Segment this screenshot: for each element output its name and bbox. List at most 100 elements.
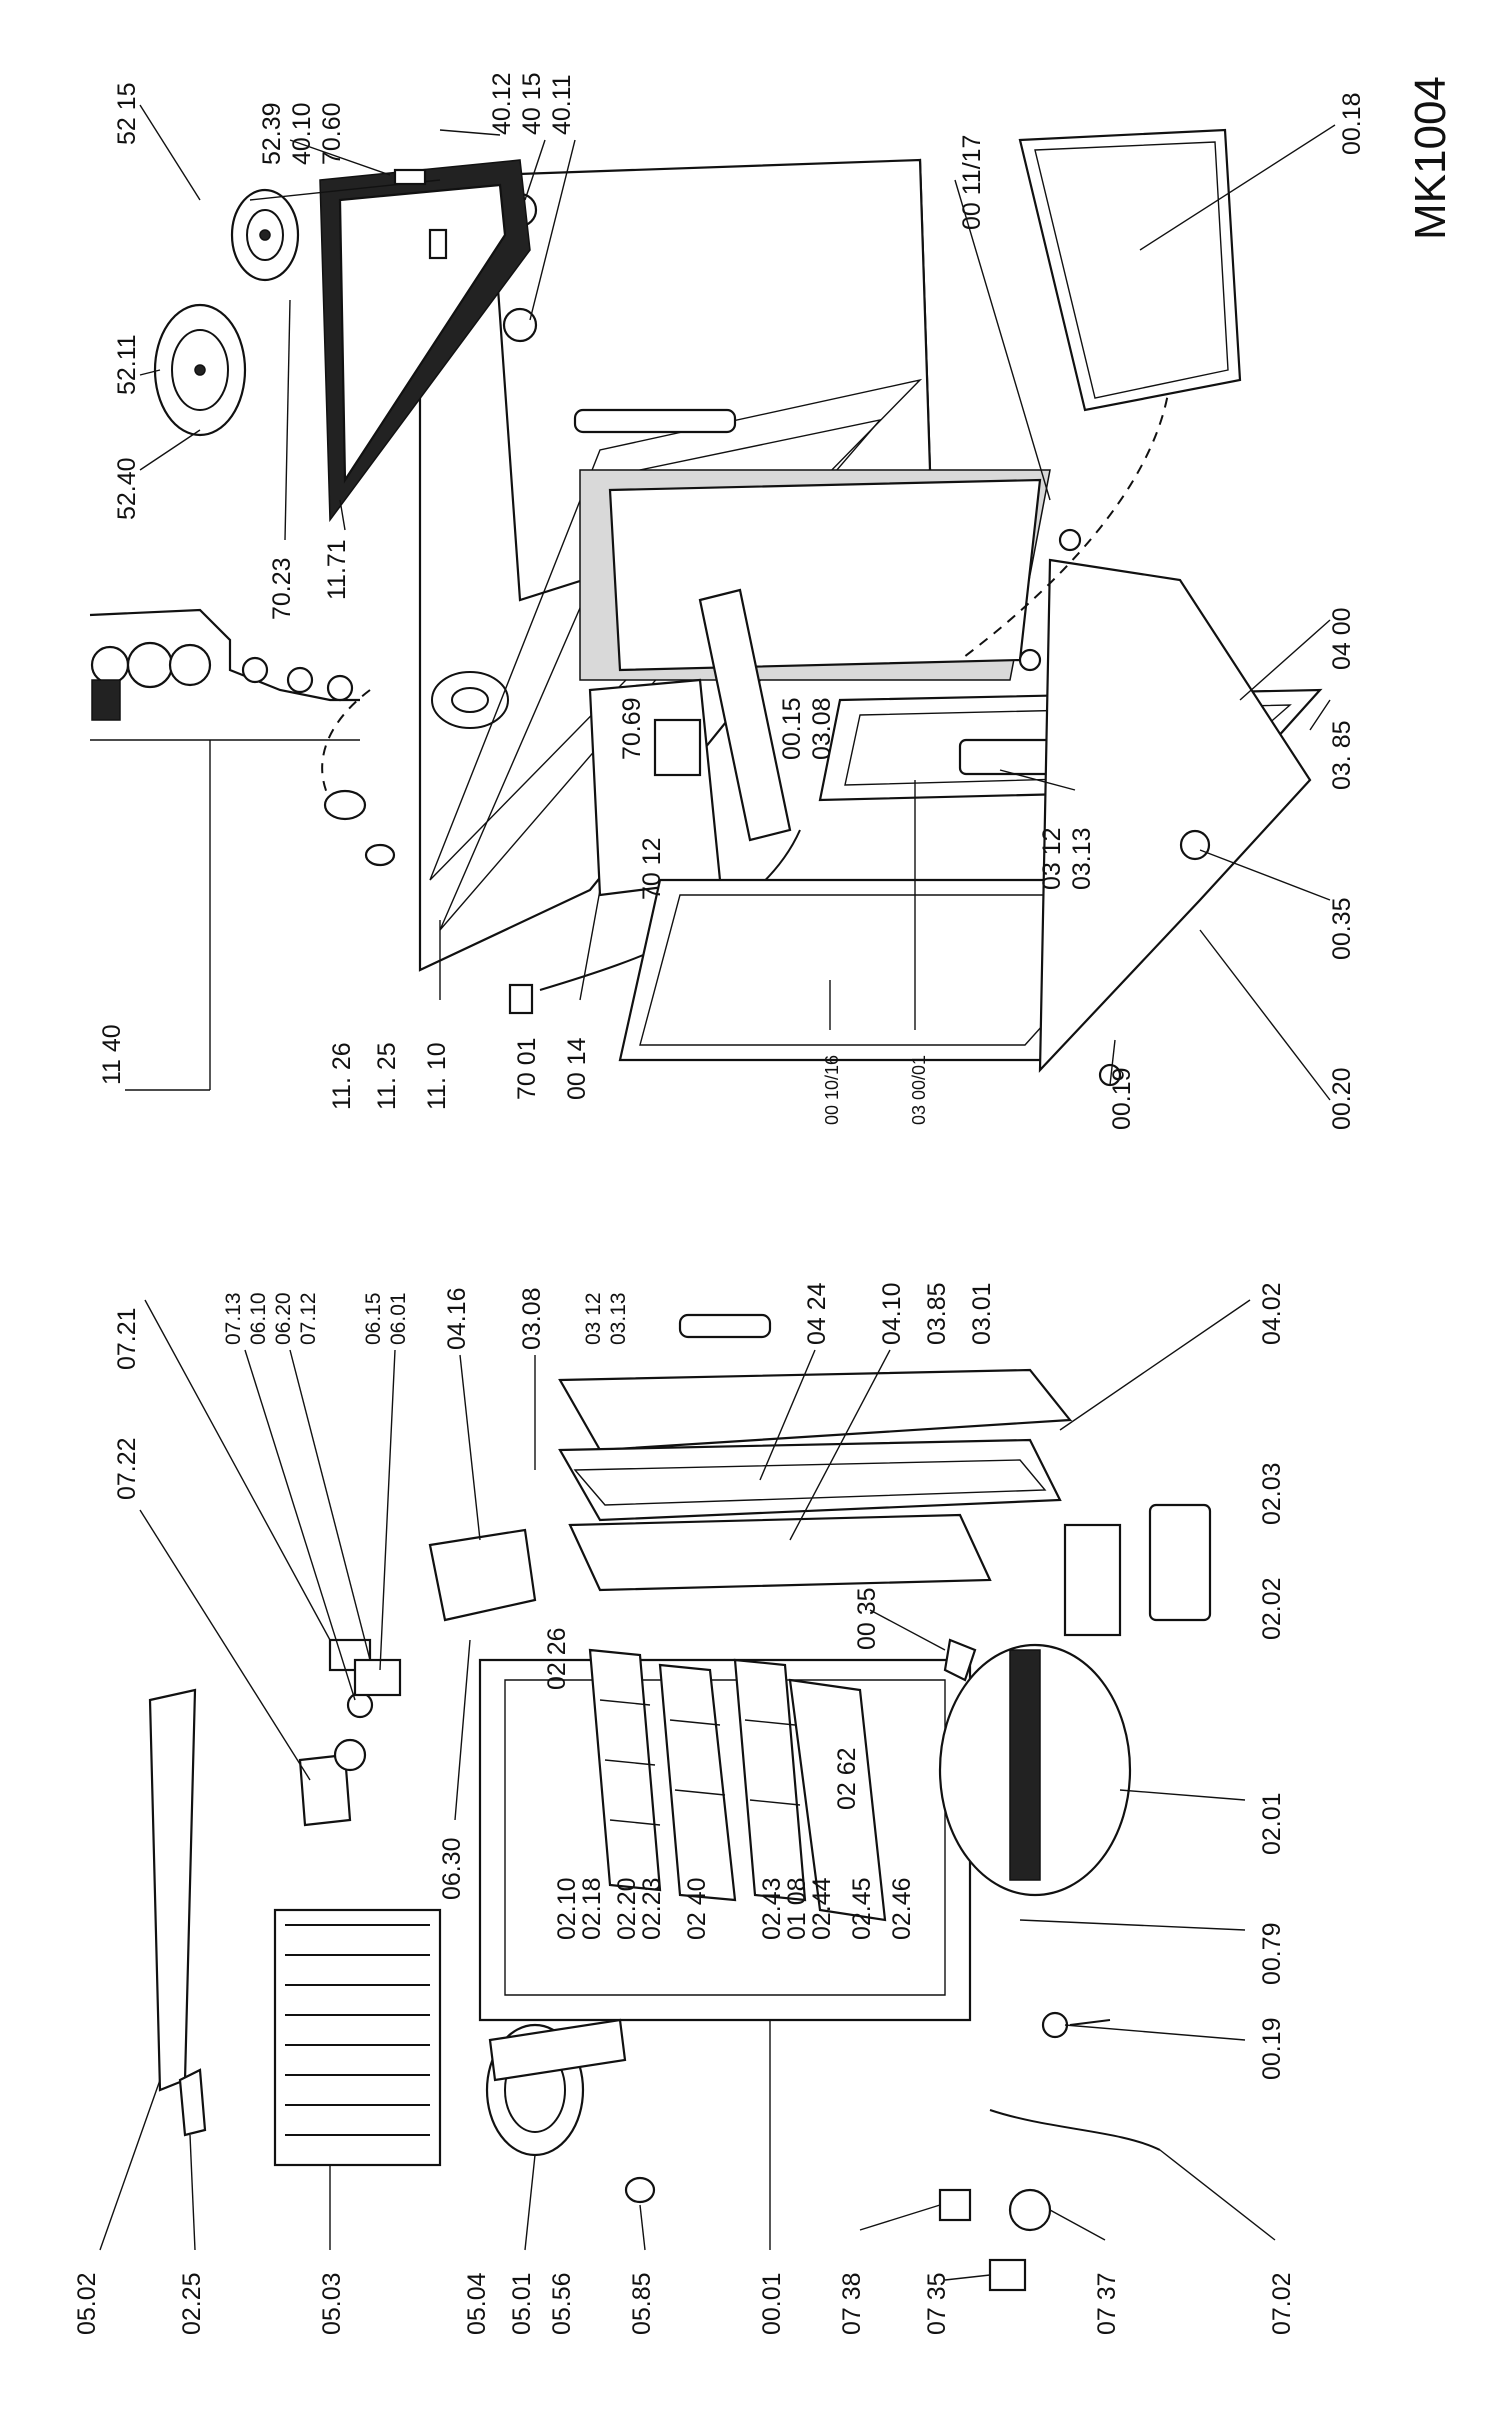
label: 07.02 xyxy=(1268,2272,1296,2335)
label: 07 35 xyxy=(923,2272,951,2335)
label: 00.20 xyxy=(1328,1067,1356,1130)
label: 02.45 xyxy=(848,1877,876,1940)
fridge-handle xyxy=(678,1313,772,1339)
label: 11. 10 xyxy=(423,1042,451,1110)
label: 03.08 xyxy=(808,697,836,760)
label: 52.39 xyxy=(258,102,286,165)
fridge-door xyxy=(558,1368,1073,1452)
label: 00 11/17 xyxy=(958,135,986,230)
label: 03 12 xyxy=(1038,827,1066,890)
label: 04.10 xyxy=(878,1282,906,1345)
label: 11. 26 xyxy=(328,1042,356,1110)
label: 03.08 xyxy=(518,1287,546,1350)
label: 70 01 xyxy=(513,1037,541,1100)
label: 02 26 xyxy=(543,1627,571,1690)
label: 00 35 xyxy=(853,1587,881,1650)
mounting-bracket xyxy=(298,1753,352,1827)
label: 02.23 xyxy=(638,1877,666,1940)
condenser-coil xyxy=(273,1908,442,2167)
label: 11.71 xyxy=(323,539,351,600)
label: 70.60 xyxy=(318,102,346,165)
label: 00.18 xyxy=(1338,92,1366,155)
label: 02.46 xyxy=(888,1877,916,1940)
labels-bottom: 05.02 02.25 05.03 05.04 05.01 05.56 05.8… xyxy=(73,1282,1296,2335)
label: 02.03 xyxy=(1258,1462,1286,1525)
label: 02.44 xyxy=(808,1877,836,1940)
label: 03.13 xyxy=(1068,827,1096,890)
label: 07 37 xyxy=(1093,2272,1121,2335)
top-assembly xyxy=(89,128,1323,1087)
cross-bar xyxy=(698,588,792,842)
label: 07.13 xyxy=(222,1292,245,1345)
label: 00 10/16 xyxy=(822,1055,842,1125)
label: 00.79 xyxy=(1258,1922,1286,1985)
label: 03 00/01 xyxy=(909,1055,929,1125)
label: 00.19 xyxy=(1108,1067,1136,1130)
label: 02.25 xyxy=(178,2272,206,2335)
label: 06.01 xyxy=(387,1292,410,1345)
wire-shelves xyxy=(588,1648,887,1922)
label: 52.11 xyxy=(113,334,141,395)
label: 01 08 xyxy=(783,1877,811,1940)
label: 02.02 xyxy=(1258,1577,1286,1640)
back-panel xyxy=(1018,128,1242,412)
label: 05.04 xyxy=(463,2272,491,2335)
switch-knob-icon xyxy=(502,307,538,343)
drawing-code: MK1004 xyxy=(1406,76,1455,240)
label: 02.10 xyxy=(553,1877,581,1940)
label: 06.15 xyxy=(362,1292,385,1345)
label: 03.13 xyxy=(607,1292,630,1345)
label: 03. 85 xyxy=(1328,720,1356,790)
label: 06.10 xyxy=(247,1292,270,1345)
label: 04.02 xyxy=(1258,1282,1286,1345)
ice-tray xyxy=(1063,1523,1122,1637)
door-shelf xyxy=(558,1438,1062,1522)
label: 00 14 xyxy=(563,1037,591,1100)
egg-tray xyxy=(428,1528,537,1622)
label: 06.30 xyxy=(438,1837,466,1900)
label: 07.21 xyxy=(113,1307,141,1370)
label: 05.03 xyxy=(318,2272,346,2335)
label: 40 15 xyxy=(518,72,546,135)
drain-plug-icon xyxy=(323,789,367,821)
label: 02 40 xyxy=(683,1877,711,1940)
label: 52.40 xyxy=(113,457,141,520)
label: 70.23 xyxy=(268,557,296,620)
hose-assembly xyxy=(89,608,360,702)
label: 04 24 xyxy=(803,1282,831,1345)
label: 02.01 xyxy=(1258,1792,1286,1855)
door-handle-top xyxy=(573,408,737,434)
label: 07 38 xyxy=(838,2272,866,2335)
label: 52 15 xyxy=(113,82,141,145)
label: 03.01 xyxy=(968,1282,996,1345)
label: 02.43 xyxy=(758,1877,786,1940)
label: 00.19 xyxy=(1258,2017,1286,2080)
label: 07.12 xyxy=(297,1292,320,1345)
label: 00.15 xyxy=(778,697,806,760)
label: 11. 25 xyxy=(373,1042,401,1110)
label: 40.10 xyxy=(288,102,316,165)
label: 00.01 xyxy=(758,2272,786,2335)
label: 70.69 xyxy=(618,697,646,760)
label: 02 62 xyxy=(833,1747,861,1810)
label: 03 12 xyxy=(582,1292,605,1345)
labels-top: 52 15 52.39 40.10 70.60 40.12 40 15 40.1… xyxy=(90,72,1366,1130)
label: 05.56 xyxy=(548,2272,576,2335)
label: 40.12 xyxy=(488,72,516,135)
label: 07.22 xyxy=(113,1437,141,1500)
label: 11 40 xyxy=(98,1024,126,1085)
label: 04.16 xyxy=(443,1287,471,1350)
label: 04 00 xyxy=(1328,607,1356,670)
evaporator-plate xyxy=(148,1688,197,2092)
label: 05.85 xyxy=(628,2272,656,2335)
label: 02.20 xyxy=(613,1877,641,1940)
label: 05.01 xyxy=(508,2272,536,2335)
door-panel xyxy=(1038,558,1312,1073)
label: 70 12 xyxy=(638,837,666,900)
label: 06.20 xyxy=(272,1292,295,1345)
label: 03.85 xyxy=(923,1282,951,1345)
ice-container xyxy=(1148,1503,1212,1622)
label: 02.18 xyxy=(578,1877,606,1940)
label: 00.35 xyxy=(1328,897,1356,960)
